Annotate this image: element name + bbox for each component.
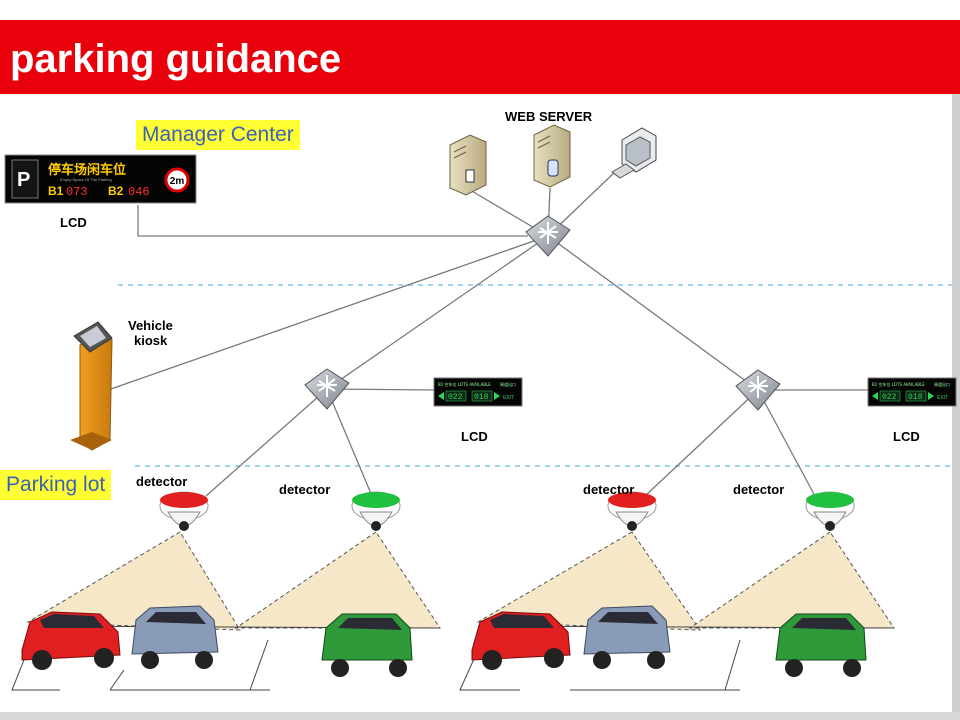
vehicle-kiosk-label-1: Vehicle bbox=[128, 318, 173, 333]
monitor-icon bbox=[611, 127, 657, 179]
lcd-b2-label: B2 bbox=[108, 184, 124, 198]
height-limit-sign: 2m bbox=[170, 176, 185, 187]
switch-icon bbox=[735, 369, 781, 411]
switch-icon bbox=[304, 368, 350, 410]
arrow-right-icon bbox=[928, 392, 934, 400]
arrow-right-icon bbox=[494, 392, 500, 400]
lcd-label-right: LCD bbox=[893, 429, 920, 444]
lcd-b1-value: 073 bbox=[66, 185, 88, 199]
lcd-exit-cn: 闸道出口 bbox=[934, 381, 950, 387]
page-title: parking guidance bbox=[10, 37, 342, 81]
lcd-subtitle: Empty Space Of The Parking bbox=[60, 177, 112, 182]
detector-icon bbox=[351, 491, 401, 531]
car-icon bbox=[471, 611, 571, 670]
arrow-left-icon bbox=[872, 392, 878, 400]
lcd-panel-right: B1 空车位 LOTS AVAILABLE 闸道出口 022 018 EXIT bbox=[867, 377, 957, 407]
network-links bbox=[107, 169, 870, 497]
right-edge bbox=[952, 94, 960, 720]
server-icon bbox=[449, 134, 487, 196]
lcd-left-value: 022 bbox=[882, 393, 897, 402]
lcd-b2-value: 046 bbox=[128, 185, 150, 199]
detector-label-1: detector bbox=[136, 474, 188, 489]
detector-icon bbox=[805, 491, 855, 531]
main-lcd-panel: P 停车场闲车位 Empty Space Of The Parking B1 0… bbox=[4, 154, 197, 204]
lcd-right-value: 018 bbox=[908, 393, 923, 402]
lcd-exit-cn: 闸道出口 bbox=[500, 381, 516, 387]
vehicle-kiosk-label-2: kiosk bbox=[134, 333, 168, 348]
lcd-label-left: LCD bbox=[461, 429, 488, 444]
arrow-left-icon bbox=[438, 392, 444, 400]
top-strip bbox=[0, 0, 960, 20]
bottom-edge bbox=[0, 712, 960, 720]
detector-label-4: detector bbox=[733, 482, 785, 497]
lcd-caption: B1 空车位 LOTS AVAILABLE bbox=[872, 381, 925, 387]
car-icon bbox=[321, 613, 413, 677]
car-icon bbox=[583, 605, 671, 669]
car-icon bbox=[775, 613, 867, 677]
lcd-title-cn: 停车场闲车位 bbox=[48, 162, 126, 178]
lcd-label-manager: LCD bbox=[60, 215, 87, 230]
detector-icon bbox=[607, 491, 657, 531]
detector-icon bbox=[159, 491, 209, 531]
web-server-label: WEB SERVER bbox=[505, 109, 593, 124]
lcd-left-value: 022 bbox=[448, 393, 463, 402]
car-icon bbox=[21, 611, 121, 670]
server-icon bbox=[533, 124, 571, 188]
lcd-right-value: 018 bbox=[474, 393, 489, 402]
detector-label-3: detector bbox=[583, 482, 635, 497]
car-icon bbox=[131, 605, 219, 669]
parking-p-sign: P bbox=[17, 169, 30, 191]
switch-icon bbox=[525, 215, 571, 257]
lcd-exit: EXIT bbox=[503, 395, 514, 401]
title-banner bbox=[0, 20, 960, 94]
detection-cones bbox=[26, 531, 895, 631]
zone-tag-parking-lot: Parking lot bbox=[0, 470, 112, 500]
kiosk-icon bbox=[70, 321, 113, 451]
lcd-b1-label: B1 bbox=[48, 184, 64, 198]
detector-label-2: detector bbox=[279, 482, 331, 497]
lcd-caption: B1 空车位 LOTS AVAILABLE bbox=[438, 381, 491, 387]
lcd-panel-left: B1 空车位 LOTS AVAILABLE 闸道出口 022 018 EXIT bbox=[433, 377, 523, 407]
zone-tag-manager-center: Manager Center bbox=[136, 120, 300, 150]
lcd-exit: EXIT bbox=[937, 395, 948, 401]
